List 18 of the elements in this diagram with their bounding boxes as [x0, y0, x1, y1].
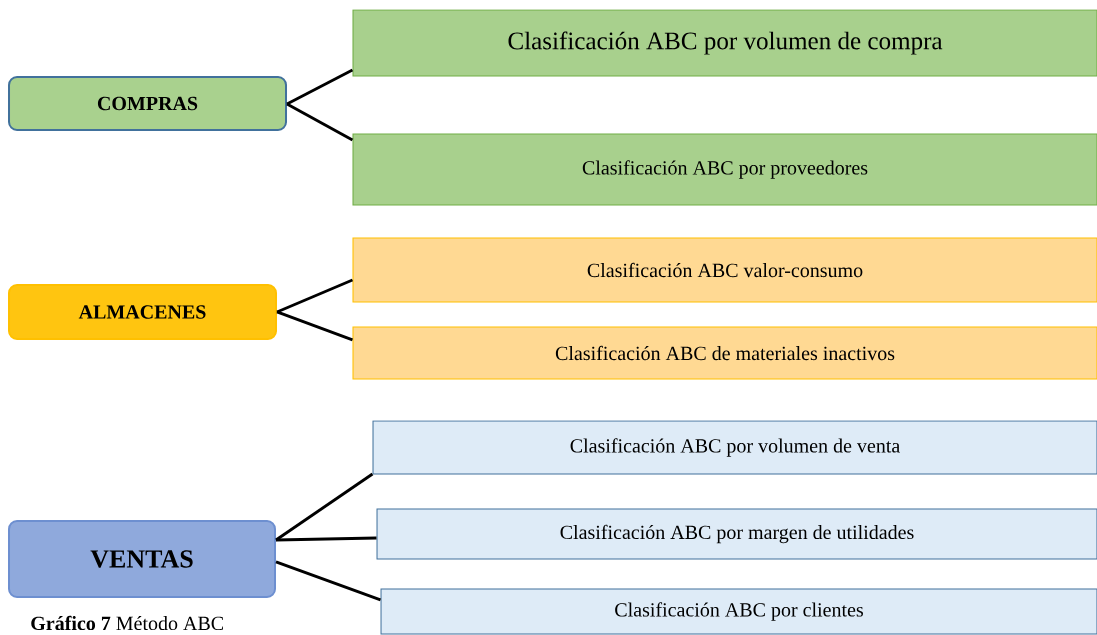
category-box: VENTAS [8, 520, 276, 598]
connector-line [276, 278, 354, 314]
connector-line [286, 102, 354, 142]
classification-box: Clasificación ABC por volumen de venta [372, 420, 1097, 475]
connector-line [275, 472, 374, 542]
connector-line [276, 310, 353, 342]
category-box: ALMACENES [8, 284, 277, 340]
classification-box: Clasificación ABC por proveedores [352, 133, 1097, 206]
caption: Gráfico 7 Método ABC [31, 615, 223, 631]
connector-line [276, 536, 377, 542]
classification-box: Clasificación ABC por clientes [380, 588, 1097, 635]
connector-line [275, 560, 381, 602]
classification-box: Clasificación ABC de materiales inactivos [352, 326, 1097, 380]
connector-line [286, 68, 354, 106]
classification-box: Clasificación ABC por margen de utilidades [376, 508, 1097, 560]
category-box: COMPRAS [8, 76, 287, 131]
classification-box: Clasificación ABC valor-consumo [352, 237, 1097, 303]
classification-box: Clasificación ABC por volumen de compra [352, 9, 1097, 77]
